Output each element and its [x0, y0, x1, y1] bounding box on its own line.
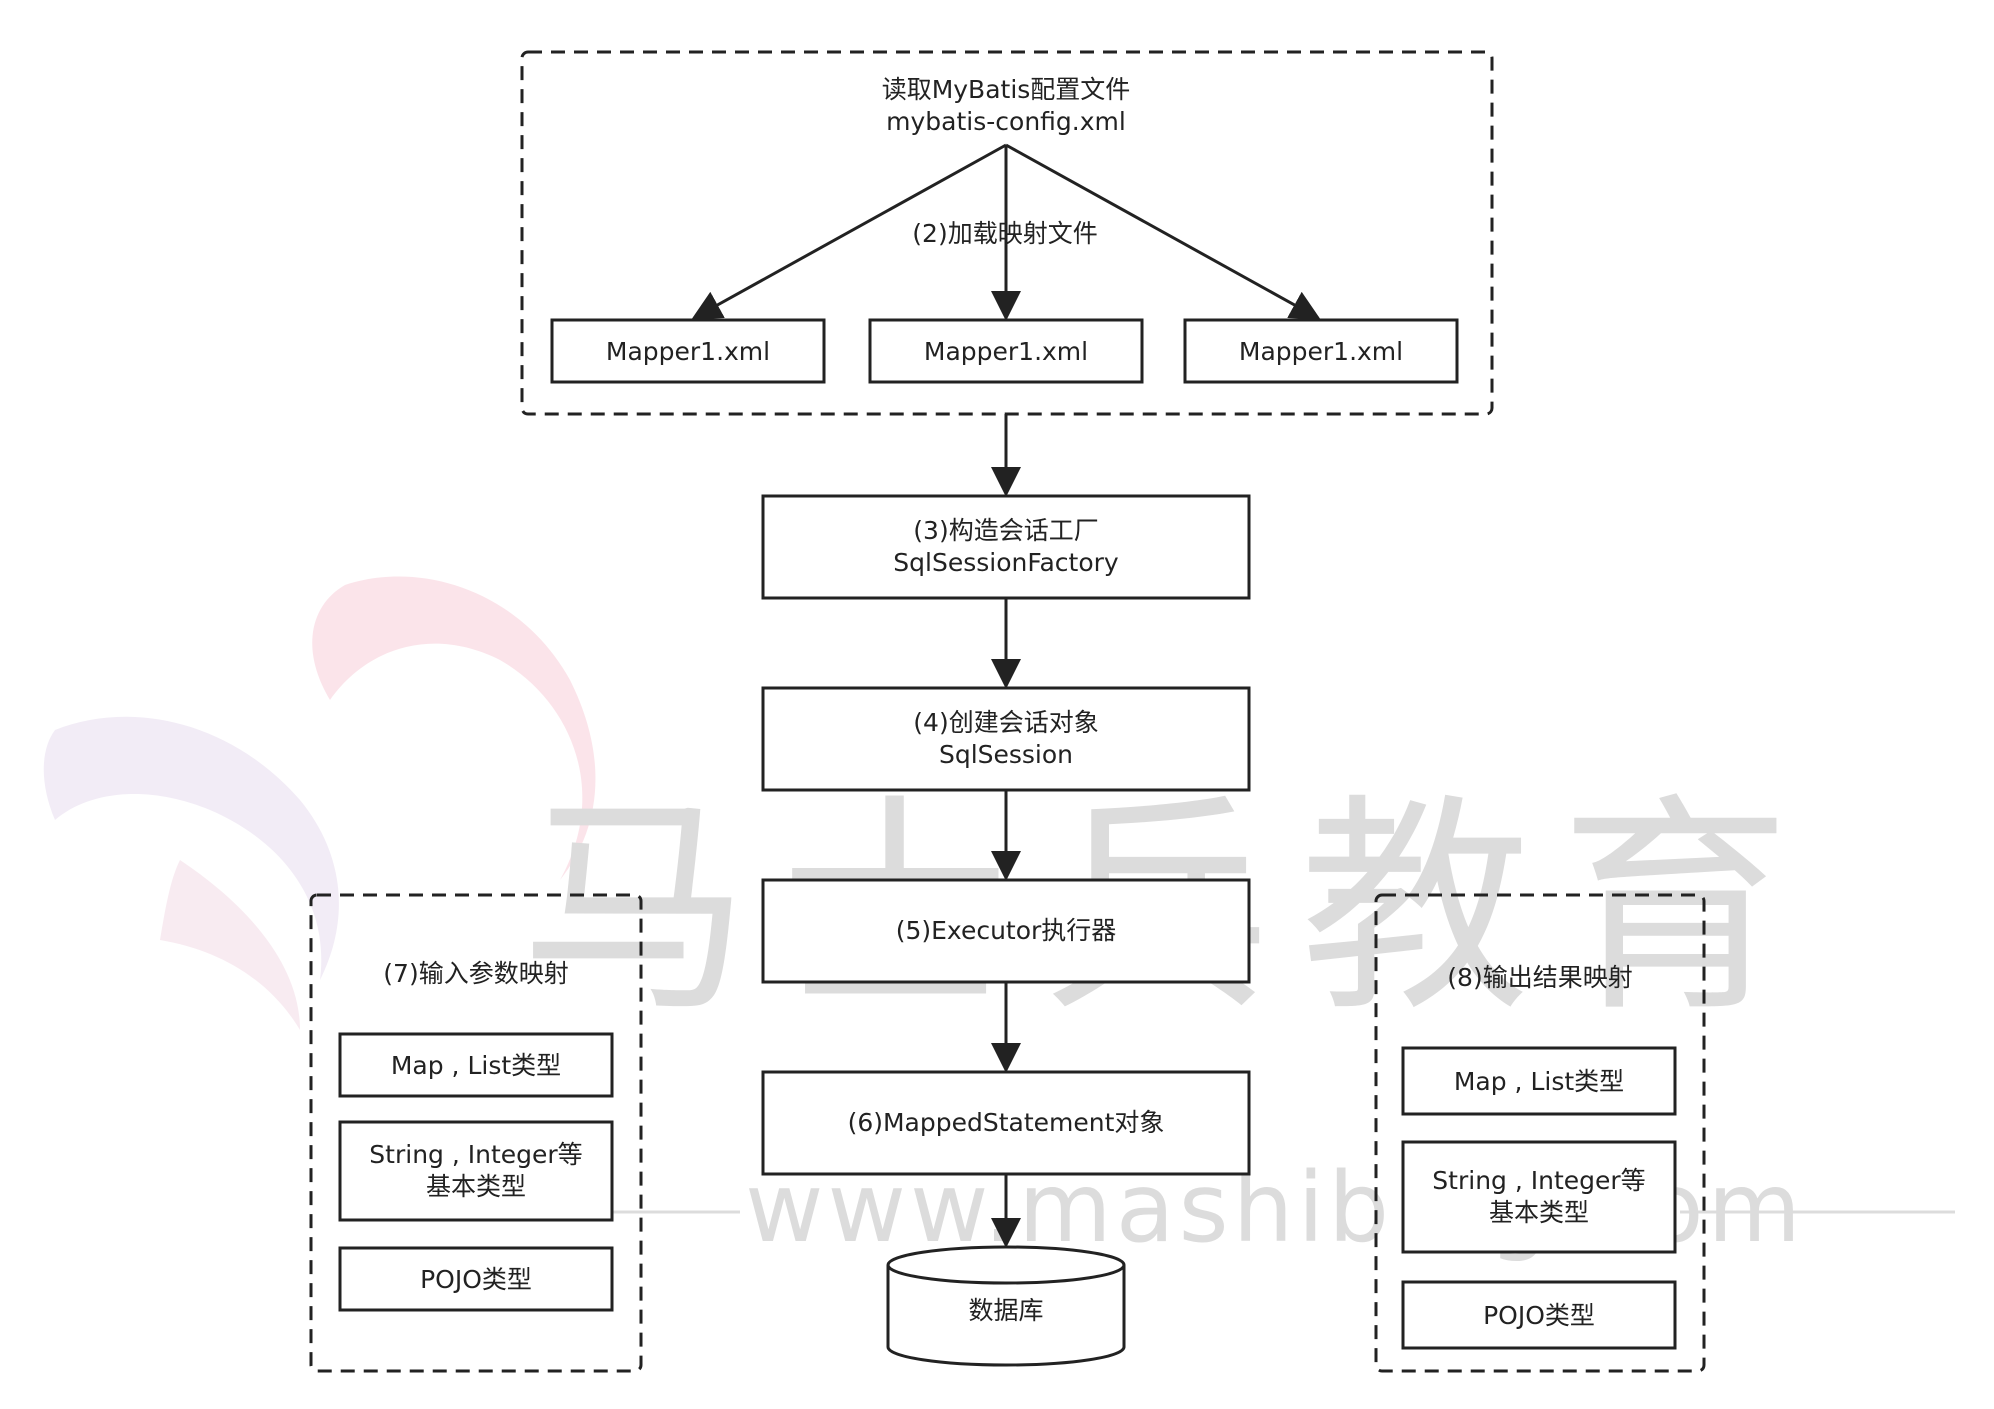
output-item-label-2-line1: String , Integer等 [1432, 1166, 1646, 1195]
session-box [761, 686, 1251, 792]
mapper-box-3 [1183, 318, 1459, 384]
mapped-statement-label: (6)MappedStatement对象 [847, 1108, 1165, 1137]
mapper-box-2 [868, 318, 1144, 384]
config-title: 读取MyBatis配置文件 mybatis-config.xml [806, 74, 1206, 138]
input-item-box-3 [338, 1246, 614, 1312]
input-item-label-2: String , Integer等 基本类型 [340, 1139, 612, 1203]
output-item-label-1: Map , List类型 [1403, 1066, 1675, 1098]
input-item-label-2-line2: 基本类型 [425, 1172, 526, 1201]
factory-label-line1: (3)构造会话工厂 [913, 516, 1099, 545]
factory-label-line2: SqlSessionFactory [893, 548, 1119, 577]
watermark-swirl-outer [312, 576, 596, 880]
mapper-label-3: Mapper1.xml [1238, 337, 1404, 366]
output-item-label-3-line1: POJO类型 [1483, 1301, 1595, 1330]
config-title-line2: mybatis-config.xml [886, 107, 1126, 136]
session-label-line1: (4)创建会话对象 [913, 708, 1099, 737]
output-item-box-3 [1401, 1280, 1677, 1350]
input-item-box-2 [338, 1120, 614, 1222]
database-cylinder [886, 1265, 1126, 1367]
input-item-label-1-line1: Map , List类型 [390, 1051, 562, 1080]
arrow-config-to-mapper-3 [1005, 143, 1321, 320]
database-label: 数据库 [968, 1296, 1044, 1325]
output-item-label-3: POJO类型 [1403, 1300, 1675, 1332]
session-label: (4)创建会话对象 SqlSession [763, 707, 1249, 771]
config-title-line1: 读取MyBatis配置文件 [881, 75, 1131, 104]
input-item-label-3-line1: POJO类型 [420, 1265, 532, 1294]
mapped-statement-box [761, 1070, 1251, 1176]
output-group-title: (8)输出结果映射 [1447, 963, 1633, 992]
output-item-box-2 [1401, 1140, 1677, 1254]
mapper-label-2: Mapper1.xml [923, 337, 1089, 366]
watermark-swirl-inner [43, 716, 339, 980]
mapper-box-1 [550, 318, 826, 384]
input-item-label-2-line1: String , Integer等 [369, 1140, 583, 1169]
output-group-frame [1374, 893, 1706, 1373]
mapper-label-1: Mapper1.xml [605, 337, 771, 366]
watermark-swirl-tail [160, 860, 300, 1030]
database-cylinder-top [886, 1245, 1126, 1285]
executor-box [761, 878, 1251, 984]
load-mappers-edge-label: (2)加载映射文件 [912, 219, 1098, 248]
output-item-label-2-line2: 基本类型 [1488, 1198, 1589, 1227]
arrow-config-to-mapper-1 [691, 143, 1007, 320]
session-label-line2: SqlSession [938, 740, 1074, 769]
output-item-label-1-line1: Map , List类型 [1453, 1067, 1625, 1096]
output-item-label-2: String , Integer等 基本类型 [1403, 1165, 1675, 1229]
factory-label: (3)构造会话工厂 SqlSessionFactory [763, 515, 1249, 579]
input-group-title: (7)输入参数映射 [383, 959, 569, 988]
input-item-label-1: Map , List类型 [340, 1050, 612, 1082]
input-group-frame [309, 893, 643, 1373]
factory-box [761, 494, 1251, 600]
input-item-box-1 [338, 1032, 614, 1098]
output-item-box-1 [1401, 1046, 1677, 1116]
input-item-label-3: POJO类型 [340, 1264, 612, 1296]
executor-label: (5)Executor执行器 [895, 916, 1117, 945]
